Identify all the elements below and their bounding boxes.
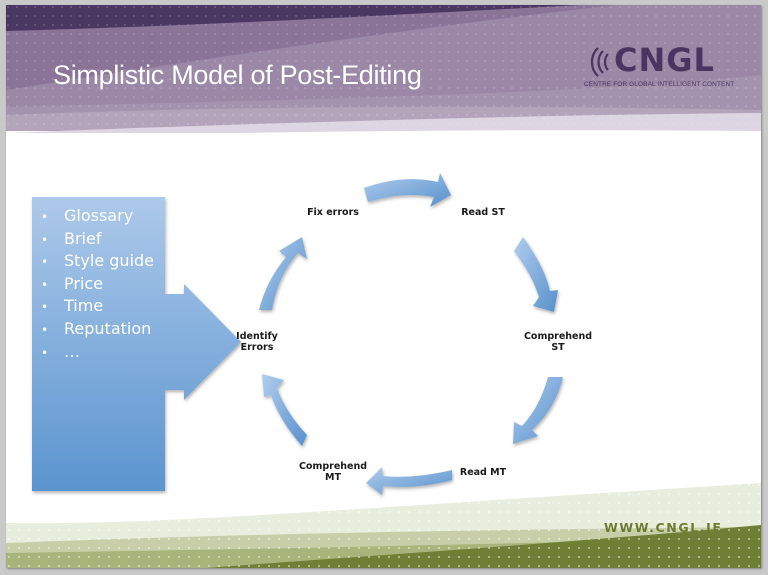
website-link[interactable]: WWW.CNGL.IE xyxy=(604,520,723,535)
footer-background xyxy=(6,475,761,568)
header-background xyxy=(6,5,761,145)
node-fix-errors: Fix errors xyxy=(307,207,359,218)
list-item: •Brief xyxy=(41,228,102,248)
arrow-readmt-to-comprehendmt xyxy=(366,467,452,495)
slide: Simplistic Model of Post-Editing CNGL CE… xyxy=(6,5,761,568)
logo-tagline: CENTRE FOR GLOBAL INTELLIGENT CONTENT xyxy=(584,81,735,88)
node-identify-errors: Identify Errors xyxy=(236,331,278,353)
arrow-identify-to-fix xyxy=(259,237,307,310)
arrow-comprehendst-to-readmt xyxy=(513,377,563,444)
diagram-canvas xyxy=(32,173,563,495)
factors-list: •Glossary •Brief •Style guide •Price •Ti… xyxy=(38,205,154,363)
list-item: •Price xyxy=(41,273,104,293)
list-item: •Reputation xyxy=(41,318,152,338)
arrow-readst-to-comprehendst xyxy=(514,237,558,312)
arrow-fix-to-readst xyxy=(364,173,451,207)
logo-wordmark: CNGL xyxy=(614,41,715,79)
node-comprehend-st: Comprehend ST xyxy=(523,331,593,353)
slide-title: Simplistic Model of Post-Editing xyxy=(53,60,422,90)
node-read-st: Read ST xyxy=(461,207,505,218)
list-item: •… xyxy=(41,341,80,361)
list-item: •Style guide xyxy=(41,251,155,271)
node-comprehend-mt: Comprehend MT xyxy=(298,461,368,483)
factors-arrow-shape xyxy=(32,197,241,491)
list-item: •Time xyxy=(41,296,104,316)
node-read-mt: Read MT xyxy=(459,467,507,478)
cngl-logo: CNGL CENTRE FOR GLOBAL INTELLIGENT CONTE… xyxy=(584,41,734,95)
arrow-comprehendmt-to-identify xyxy=(262,374,307,446)
sound-waves-icon xyxy=(590,47,609,77)
list-item: •Glossary xyxy=(41,206,134,225)
